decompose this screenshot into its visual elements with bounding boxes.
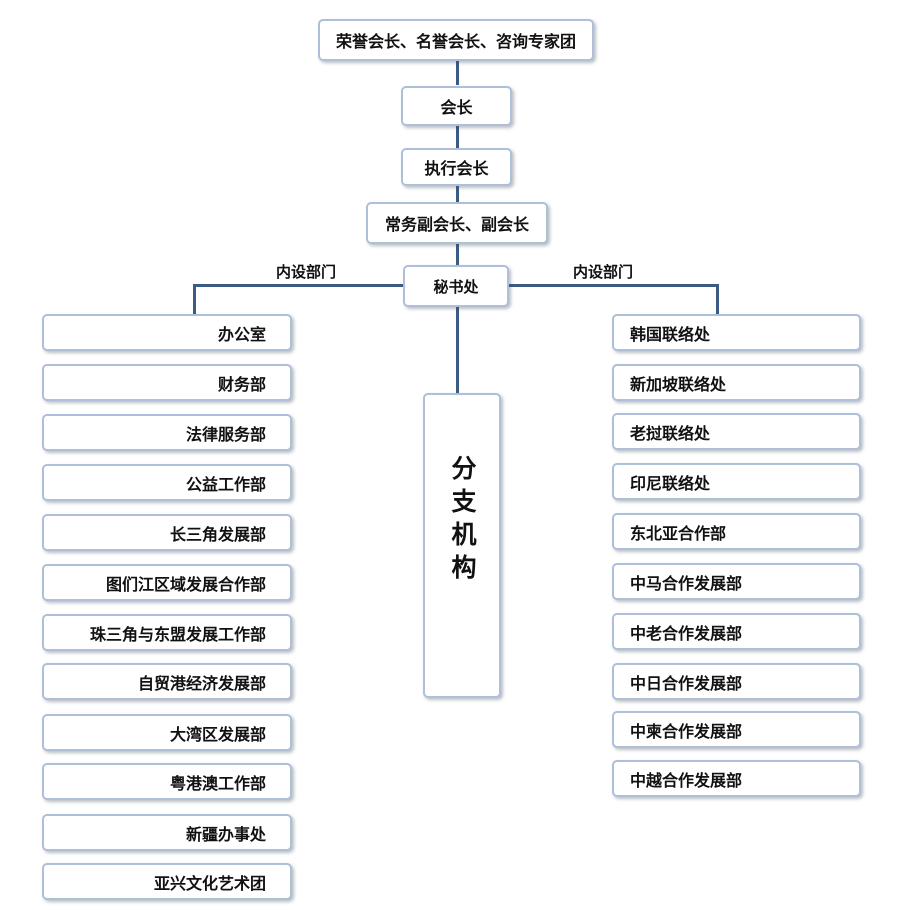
branch-organizations-node: 分支机构 [423, 393, 501, 698]
president-node: 会长 [401, 86, 512, 126]
connector-right-horizontal [507, 284, 719, 287]
left-department-box: 自贸港经济发展部 [42, 663, 292, 700]
right-department-box: 中马合作发展部 [612, 563, 861, 600]
left-department-box: 图们江区域发展合作部 [42, 564, 292, 601]
left-department-box: 办公室 [42, 314, 292, 351]
right-department-box: 东北亚合作部 [612, 513, 861, 550]
internal-departments-label-right: 内设部门 [573, 263, 634, 281]
right-department-box: 老挝联络处 [612, 413, 861, 450]
right-department-box: 中老合作发展部 [612, 613, 861, 650]
right-department-box: 中越合作发展部 [612, 760, 861, 797]
right-department-box: 中日合作发展部 [612, 663, 861, 700]
left-department-box: 新疆办事处 [42, 814, 292, 851]
left-department-box: 长三角发展部 [42, 514, 292, 551]
left-department-box: 财务部 [42, 364, 292, 401]
executive-president-node: 执行会长 [401, 148, 512, 186]
right-department-box: 韩国联络处 [612, 314, 861, 351]
left-department-box: 公益工作部 [42, 464, 292, 501]
left-department-box: 法律服务部 [42, 414, 292, 451]
right-department-box: 新加坡联络处 [612, 364, 861, 401]
connector-trunk [456, 60, 459, 85]
internal-departments-label-left: 内设部门 [276, 263, 337, 281]
honorary-node: 荣誉会长、名誉会长、咨询专家团 [318, 19, 594, 61]
secretariat-node: 秘书处 [403, 265, 509, 307]
left-department-box: 大湾区发展部 [42, 714, 292, 751]
connector-right-drop [716, 284, 719, 314]
left-department-box: 亚兴文化艺术团 [42, 863, 292, 900]
left-department-box: 珠三角与东盟发展工作部 [42, 614, 292, 651]
vice-president-node: 常务副会长、副会长 [366, 202, 548, 244]
left-department-box: 粤港澳工作部 [42, 763, 292, 800]
right-department-box: 印尼联络处 [612, 463, 861, 500]
connector-branch-stem [456, 306, 459, 394]
connector-trunk [456, 126, 459, 148]
connector-trunk [456, 185, 459, 203]
branch-organizations-label: 分支机构 [448, 454, 477, 587]
connector-left-drop [193, 284, 196, 314]
right-department-box: 中柬合作发展部 [612, 711, 861, 748]
connector-left-horizontal [193, 284, 405, 287]
connector-trunk [456, 243, 459, 265]
